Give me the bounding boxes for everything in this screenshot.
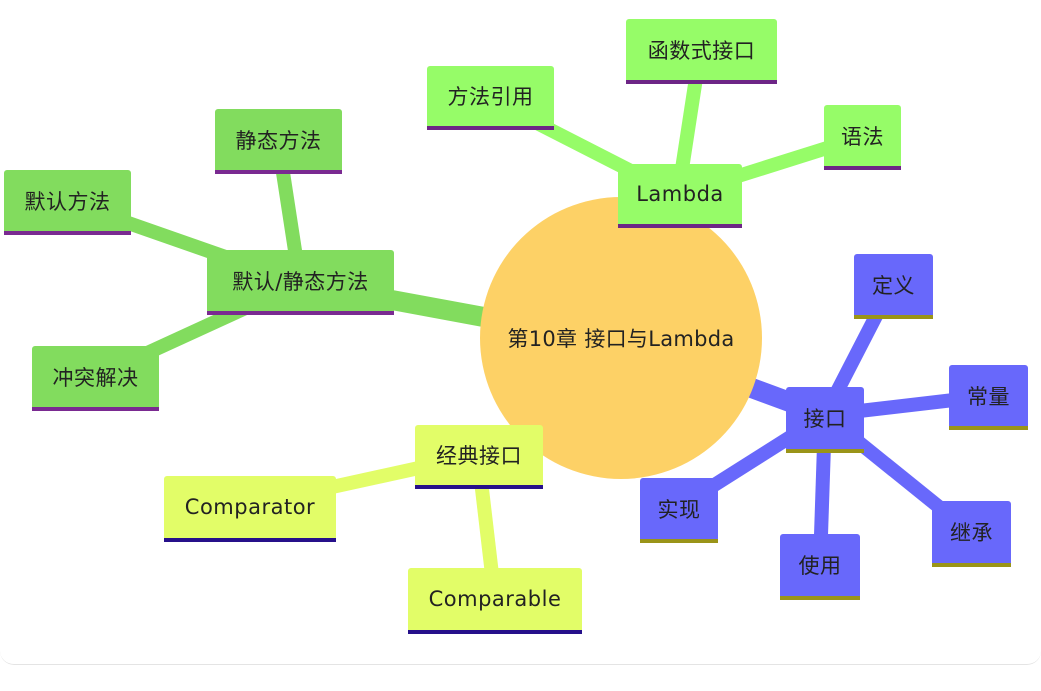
node-method-reference[interactable]: 方法引用: [427, 66, 554, 130]
node-usage[interactable]: 使用: [780, 534, 860, 600]
node-conflict-resolution[interactable]: 冲突解决: [32, 346, 159, 411]
node-implementation[interactable]: 实现: [640, 478, 718, 543]
branch-default-static[interactable]: 默认/静态方法: [207, 250, 394, 315]
branch-lambda[interactable]: Lambda: [618, 164, 742, 228]
node-functional-interface[interactable]: 函数式接口: [626, 19, 777, 84]
node-inheritance[interactable]: 继承: [932, 501, 1011, 567]
node-comparable[interactable]: Comparable: [408, 568, 582, 634]
node-static-method[interactable]: 静态方法: [215, 109, 342, 174]
branch-interface[interactable]: 接口: [786, 387, 864, 453]
node-default-method[interactable]: 默认方法: [4, 170, 131, 235]
branch-classic-interfaces[interactable]: 经典接口: [415, 425, 543, 489]
node-comparator[interactable]: Comparator: [164, 476, 336, 542]
mindmap-canvas: 第10章 接口与Lambda Lambda 方法引用 函数式接口 语法 默认/静…: [0, 19, 1041, 665]
node-constant[interactable]: 常量: [949, 365, 1028, 430]
node-definition[interactable]: 定义: [854, 254, 933, 319]
node-syntax[interactable]: 语法: [824, 105, 901, 170]
